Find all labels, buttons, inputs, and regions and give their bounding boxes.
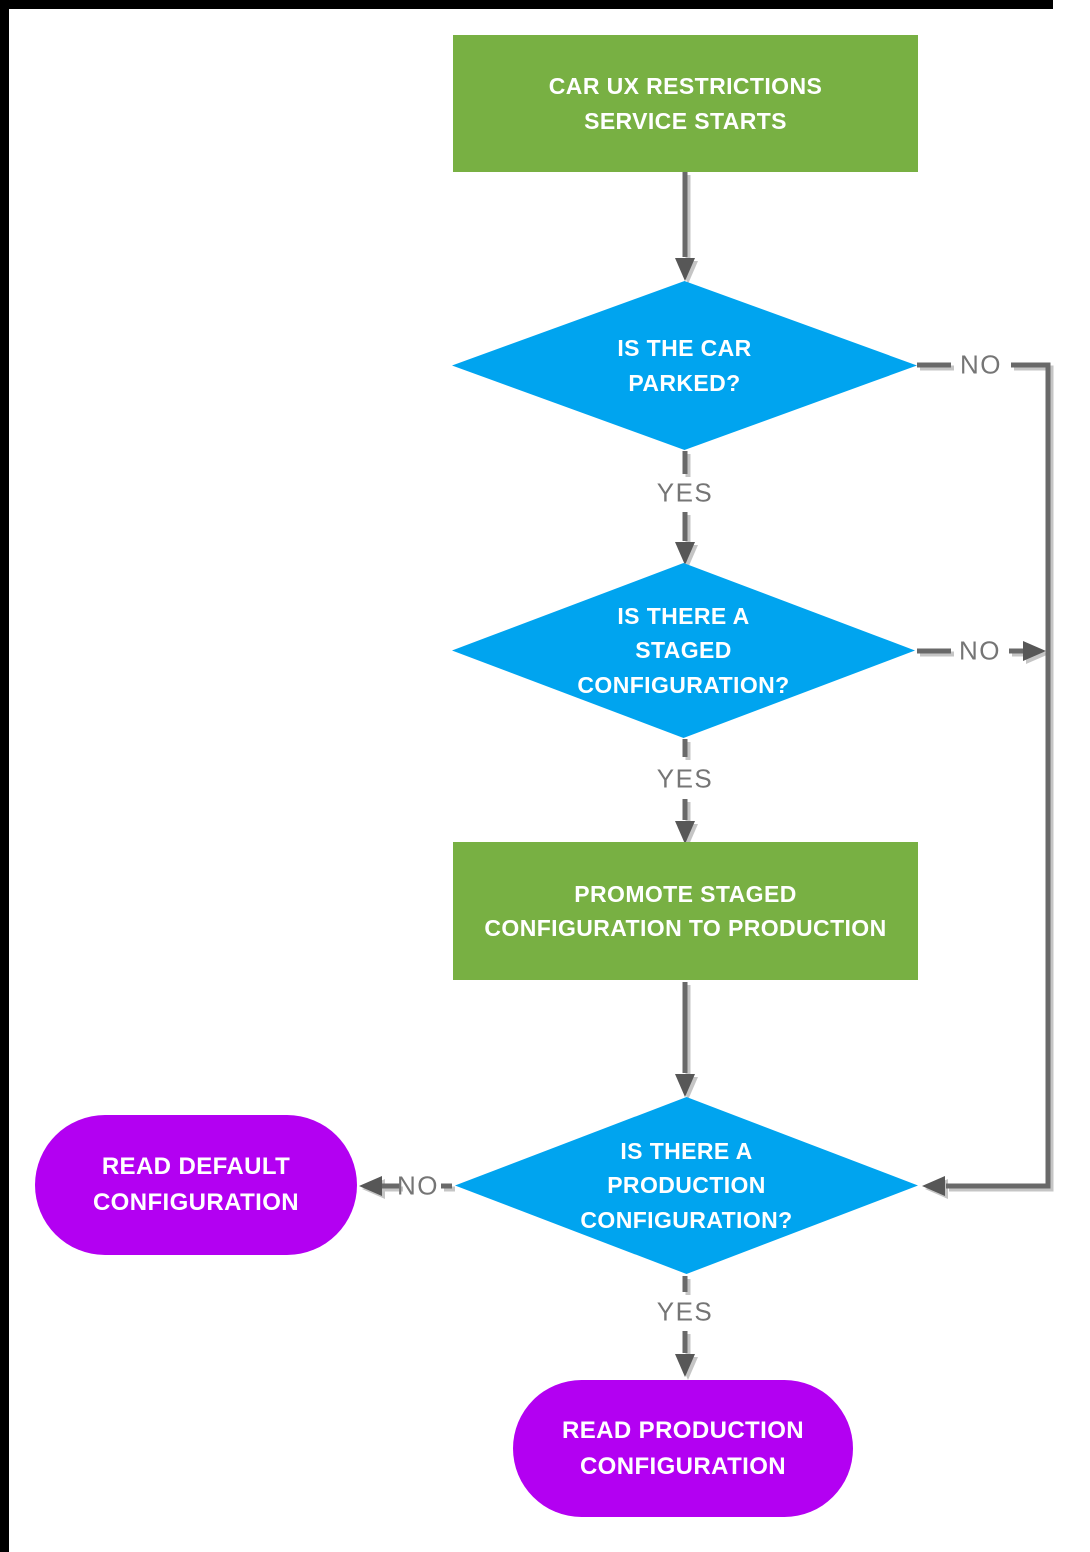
node-read-default-configuration: READ DEFAULT CONFIGURATION [35,1115,357,1255]
arrowhead-into-read-production [675,1354,695,1377]
scan-border-left [0,0,9,1552]
edge-label-parked-no: NO [960,349,1002,380]
scan-border-top [0,0,1053,9]
node-read-default-configuration-label: READ DEFAULT CONFIGURATION [92,1153,300,1216]
arrowhead-into-staged [675,542,695,565]
node-promote-staged-configuration: PROMOTE STAGED CONFIGURATION TO PRODUCTI… [453,842,918,980]
node-is-car-parked-label: IS THE CAR PARKED? [617,335,752,396]
arrowhead-into-read-default [359,1176,382,1196]
node-promote-staged-configuration-label: PROMOTE STAGED CONFIGURATION TO PRODUCTI… [484,880,887,942]
arrowhead-into-production [675,1074,695,1097]
arrowhead-rail-into-production [922,1176,945,1196]
node-is-there-production-configuration-label: IS THERE A PRODUCTION CONFIGURATION? [580,1137,793,1233]
node-is-there-staged-configuration-label: IS THERE A STAGED CONFIGURATION? [577,602,790,698]
arrowhead-into-parked [675,258,695,281]
edge-no-rail [946,362,1051,1189]
edge-label-staged-no: NO [959,635,1001,666]
edge-label-parked-yes: YES [656,477,714,508]
arrowhead-into-promote [675,821,695,844]
arrowhead-staged-no-into-rail [1023,641,1046,661]
node-service-starts-label: CAR UX RESTRICTIONS SERVICE STARTS [548,73,823,134]
edge-label-production-yes: YES [656,1296,714,1327]
node-service-starts: CAR UX RESTRICTIONS SERVICE STARTS [453,35,918,172]
edge-label-staged-yes: YES [656,763,714,794]
node-read-production-configuration-label: READ PRODUCTION CONFIGURATION [561,1416,804,1480]
node-read-production-configuration: READ PRODUCTION CONFIGURATION [513,1380,853,1517]
edge-label-production-no: NO [397,1170,439,1201]
